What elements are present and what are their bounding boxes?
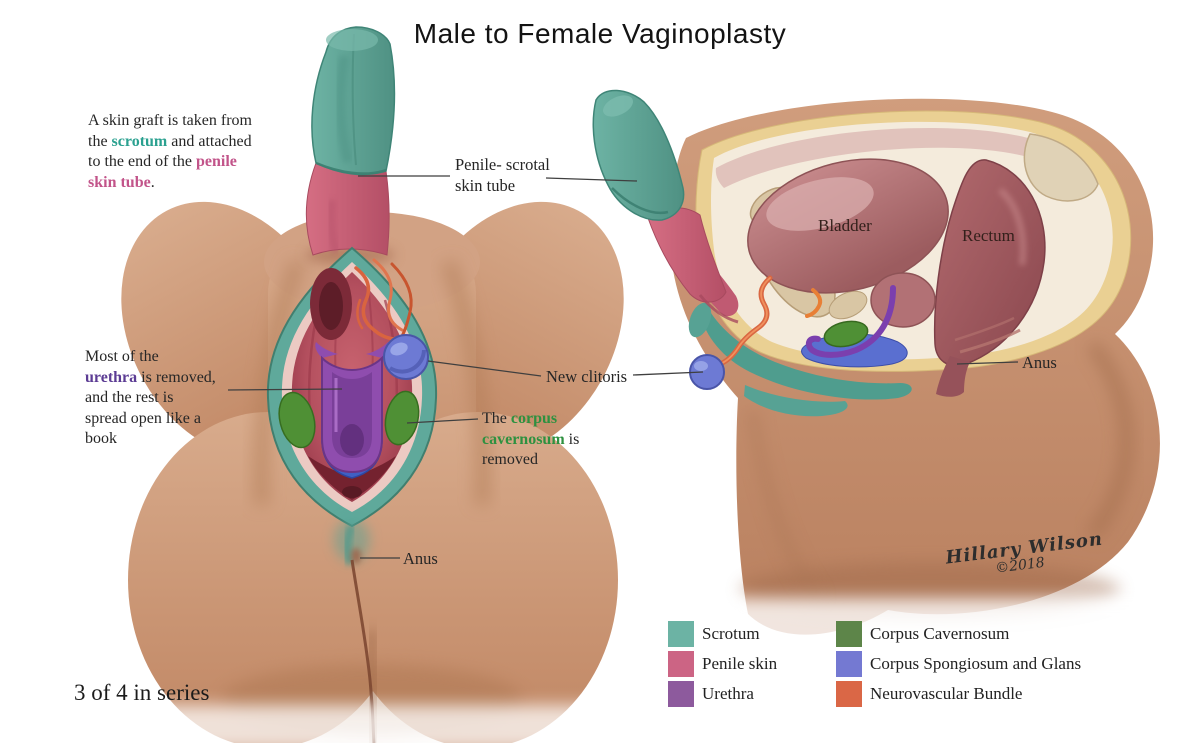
note-line: spread open like a [85,409,216,430]
note-line: urethra is removed, [85,368,216,389]
urethra-graphic [315,342,389,474]
highlight-corpus: corpus [510,410,558,427]
note-text: A skin graft is taken from [88,112,252,129]
left-illustration [121,26,630,743]
urethra-swatch [668,680,694,707]
penile-scrotal-tube-front [305,26,396,256]
note-line: the scrotum and attached [88,132,252,153]
legend-label: Scrotum [702,623,760,643]
legend-label: Urethra [702,683,754,703]
note-line: skin tube. [88,173,252,194]
legend-label: Neurovascular Bundle [870,683,1023,703]
note-urethra: Most of the urethra is removed, and the … [85,347,216,450]
note-text: removed [482,451,538,468]
note-line: book [85,429,216,450]
corpus-spongiosum-swatch [836,650,862,677]
note-text: and the rest is [85,389,174,406]
neurovascular-bundle-side-graphic [717,275,823,367]
note-line: and the rest is [85,388,216,409]
note-text: book [85,430,117,447]
note-text: is removed, [137,368,216,386]
note-text: spread open like a [85,409,201,427]
note-line: removed [482,450,579,471]
label-penile-scrotal-tube: Penile- scrotal skin tube [455,154,550,196]
note-line: The corpus [482,409,579,430]
penile-skin-swatch [668,650,694,677]
highlight-penile: penile [195,153,237,170]
neurovascular-bundle-swatch [836,680,862,707]
urethra-side-graphic [805,285,896,358]
leader-penile-scrotal-right [545,177,638,182]
right-illustration [592,89,1185,662]
label-anus-left: Anus [403,549,438,568]
legend-label: Penile skin [702,653,778,673]
leader-anus-right [956,361,1019,365]
leader-corpus-cavernosum [406,418,479,424]
legend-label: Corpus Spongiosum and Glans [870,653,1082,673]
legend-item-penile-skin: Penile skin [668,650,777,677]
highlight-scrotum: scrotum [111,132,168,150]
label-line: skin tube [455,176,516,195]
highlight-urethra: urethra [85,368,138,386]
page-title: Male to Female Vaginoplasty [413,18,787,49]
penile-scrotal-tube-side [592,89,739,324]
note-text: the [88,132,112,150]
rectum-graphic [933,159,1046,397]
label-bladder: Bladder [818,216,872,235]
legend-item-corpus-cavernosum: Corpus Cavernosum [836,620,1009,647]
note-text: is [564,430,580,448]
note-text: The [482,410,511,427]
new-clitoris-graphic [383,334,429,380]
leader-new-clitoris-right [632,371,704,376]
note-line: cavernosum is [482,430,579,451]
corpus-cavernosum-swatch [836,620,862,647]
label-anus-right: Anus [1022,353,1057,372]
leader-lines [227,175,1019,559]
label-rectum: Rectum [962,226,1015,245]
legend-label: Corpus Cavernosum [870,623,1010,643]
note-text: . [150,173,155,191]
corpus-cavernosum-side-graphic [823,320,869,348]
note-corpus-cavernosum: The corpus cavernosum is removed [482,409,579,471]
legend-item-neurovascular-bundle: Neurovascular Bundle [836,680,1022,707]
label-new-clitoris: New clitoris [546,367,628,386]
neurovascular-bundle-graphic [354,258,413,342]
note-text: Most of the [85,348,159,365]
note-text: and attached [167,132,252,150]
leader-urethra [227,388,343,391]
series-label: 3 of 4 in series [74,680,210,705]
surgical-opening [266,246,438,528]
label-line: Penile- scrotal [455,155,550,174]
legend-item-scrotum: Scrotum [668,620,760,647]
corpus-cavernosum-graphic [278,390,420,449]
note-skin-graft: A skin graft is taken from the scrotum a… [88,111,252,193]
scrotal-flap-graphic [688,302,912,417]
note-line: Most of the [85,347,216,368]
highlight-skin-tube: skin tube [88,173,151,191]
legend-item-urethra: Urethra [668,680,754,707]
note-line: to the end of the penile [88,152,252,173]
highlight-cavernosum: cavernosum [482,430,565,448]
legend-item-corpus-spongiosum: Corpus Spongiosum and Glans [836,650,1081,677]
note-text: to the end of the [88,153,196,170]
leader-new-clitoris-left [427,360,542,377]
note-line: A skin graft is taken from [88,111,252,132]
scrotum-swatch [668,620,694,647]
